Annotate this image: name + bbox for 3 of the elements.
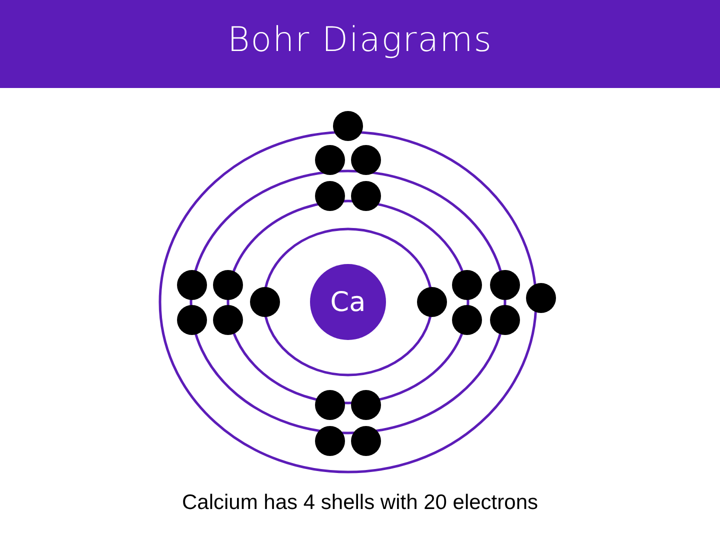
title: Bohr Diagrams	[226, 20, 494, 60]
element-symbol: Ca	[330, 286, 366, 318]
caption: Calcium has 4 shells with 20 electrons	[181, 491, 539, 515]
